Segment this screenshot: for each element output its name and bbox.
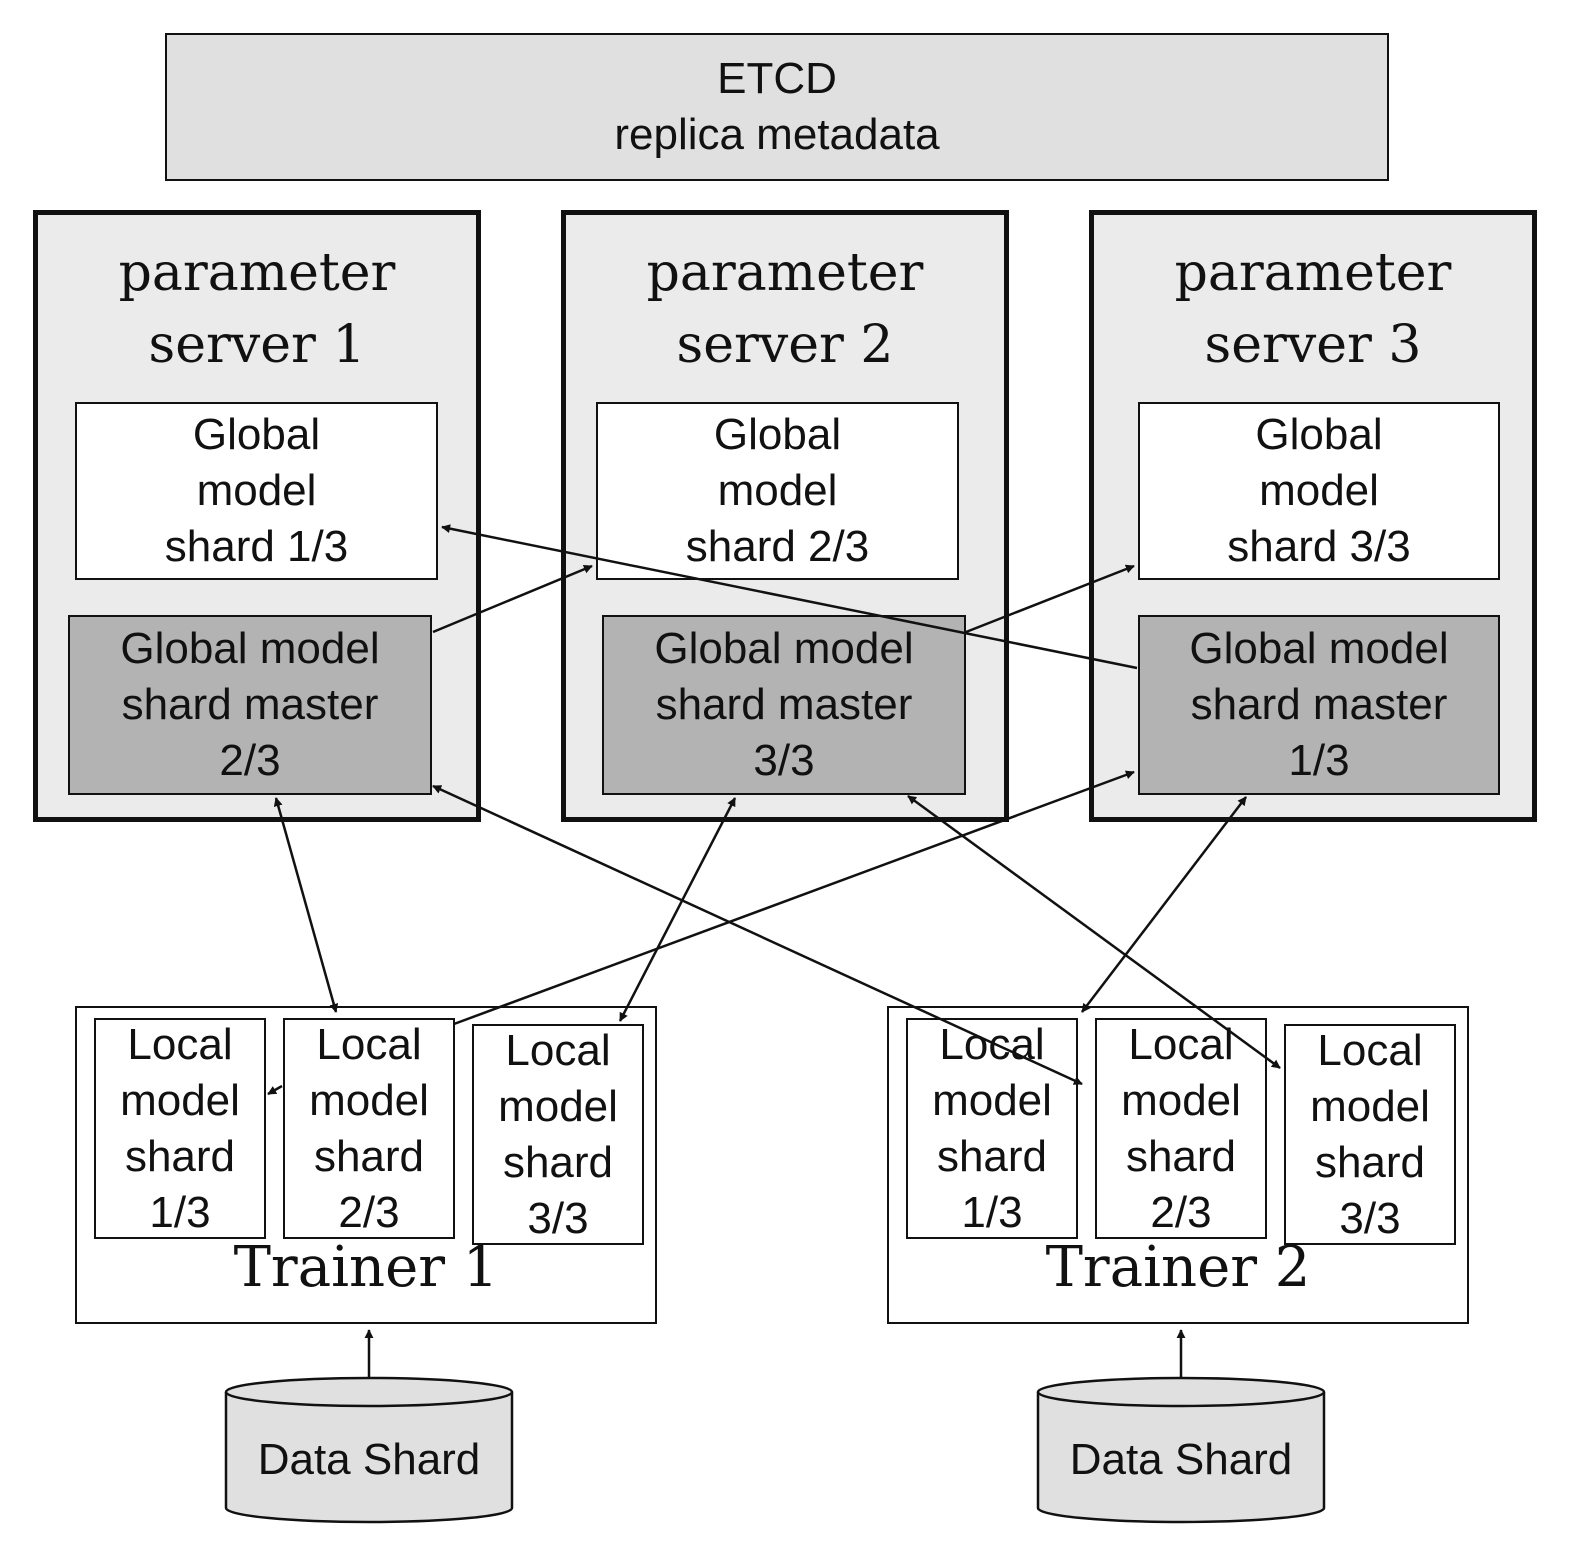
data-shard-1-label: Data Shard [257,1435,481,1484]
global-model-shard-master-1: Global model shard master 1/3 [1138,615,1500,795]
parameter-server-title: parameter server 3 [1174,243,1452,375]
global-model-shard-2: Global model shard 2/3 [596,402,959,580]
etcd-box: ETCD replica metadata [165,33,1389,181]
global-model-shard-master-2: Global model shard master 2/3 [68,615,432,795]
local-model-shard-1: Local model shard 1/3 [94,1018,266,1239]
local-model-shard-3: Local model shard 3/3 [472,1024,644,1245]
global-model-shard-master-3: Global model shard master 3/3 [602,615,966,795]
trainer-label: Trainer 1 [233,1235,499,1300]
etcd-title: ETCD [717,54,837,103]
parameter-server-title: parameter server 2 [646,243,924,375]
parameter-server-title: parameter server 1 [118,243,396,375]
trainer-label: Trainer 2 [1045,1235,1311,1300]
local-model-shard-2: Local model shard 2/3 [1095,1018,1267,1239]
local-model-shard-3: Local model shard 3/3 [1284,1024,1456,1245]
edge-trainer2-shard1-master1 [1081,796,1247,1013]
local-model-shard-2: Local model shard 2/3 [283,1018,455,1239]
global-model-shard-3: Global model shard 3/3 [1138,402,1500,580]
data-shard-2-label: Data Shard [1069,1435,1293,1484]
global-model-shard-1: Global model shard 1/3 [75,402,438,580]
edge-trainer1-shard3-master3 [618,797,737,1022]
edge-trainer1-shard2-master2 [273,797,339,1013]
local-model-shard-1: Local model shard 1/3 [906,1018,1078,1239]
etcd-subtitle: replica metadata [614,110,940,159]
